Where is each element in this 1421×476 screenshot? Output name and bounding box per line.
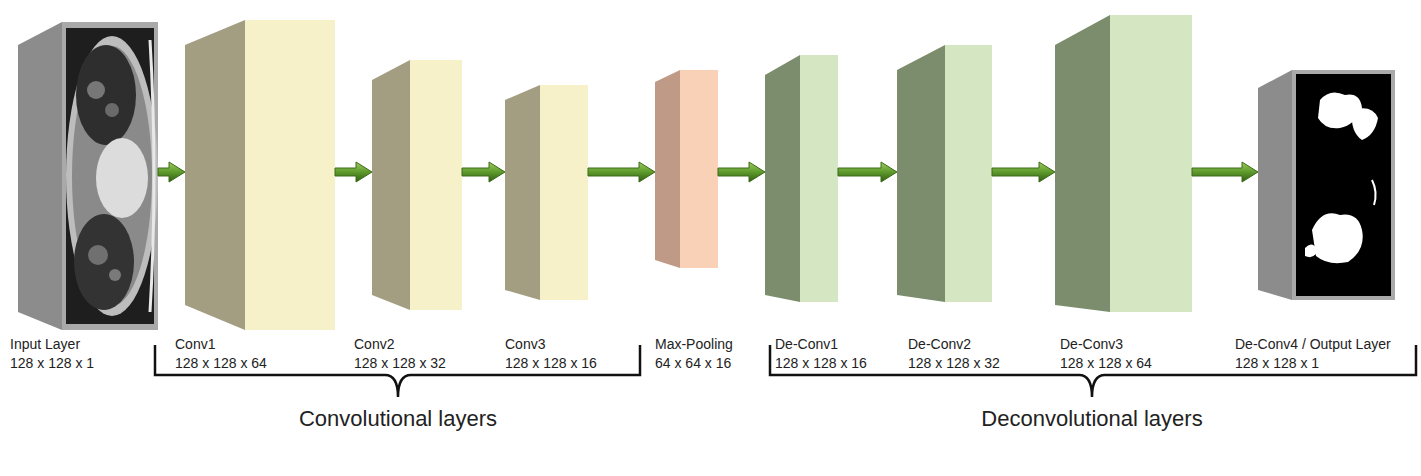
- ct-lung: [76, 45, 136, 145]
- group-bracket: [155, 345, 640, 397]
- ct-heart: [96, 138, 148, 218]
- input-face: [62, 22, 158, 330]
- layer-name: Conv1: [175, 335, 215, 353]
- layer-name: Conv2: [354, 335, 394, 353]
- block-side: [372, 60, 410, 310]
- layer-dimensions: 128 x 128 x 1: [10, 354, 94, 372]
- block-face: [245, 20, 335, 330]
- layer-block: Conv1128 x 128 x 64: [185, 20, 335, 330]
- layer-dimensions: 128 x 128 x 64: [1060, 354, 1152, 372]
- layer-dimensions: 64 x 64 x 16: [655, 354, 731, 372]
- flow-arrow: [462, 162, 505, 182]
- input-side: [18, 22, 62, 330]
- layer-dimensions: 128 x 128 x 16: [775, 354, 867, 372]
- layer-dimensions: 128 x 128 x 16: [505, 354, 597, 372]
- layer-name: De-Conv1: [775, 335, 838, 353]
- group-bracket: [770, 345, 1416, 397]
- arrow-shape: [838, 162, 897, 182]
- output-face: [1292, 70, 1395, 300]
- layer-block: Conv2128 x 128 x 32: [372, 60, 462, 310]
- ct-lung: [74, 214, 134, 310]
- ct-opacity: [88, 245, 108, 265]
- block-side: [655, 70, 680, 268]
- mask-background: [1296, 74, 1391, 296]
- layer-name: Max-Pooling: [655, 335, 733, 353]
- output-side: [1258, 70, 1292, 300]
- flow-arrow: [588, 162, 655, 182]
- block-side: [185, 20, 245, 330]
- ct-rib: [150, 40, 154, 312]
- ct-opacity: [109, 269, 121, 281]
- arrow-shape: [462, 162, 505, 182]
- block-face: [410, 60, 462, 310]
- layer-dimensions: 128 x 128 x 32: [354, 354, 446, 372]
- arrow-shape: [1192, 162, 1258, 182]
- ct-opacity: [105, 103, 119, 117]
- arrow-shape: [335, 162, 372, 182]
- flow-arrow: [335, 162, 372, 182]
- block-side: [505, 85, 540, 300]
- layer-name: Input Layer: [10, 335, 80, 353]
- arrow-shape: [588, 162, 655, 182]
- layer-block: Max-Pooling64 x 64 x 16: [655, 70, 718, 268]
- layer-name: Conv3: [505, 335, 545, 353]
- layer-block: De-Conv2128 x 128 x 32: [897, 45, 992, 302]
- layer-block: De-Conv1128 x 128 x 16: [765, 55, 838, 302]
- block-face: [945, 45, 992, 302]
- block-side: [765, 55, 800, 302]
- layer-dimensions: 128 x 128 x 32: [908, 354, 1000, 372]
- layer-block: Conv3128 x 128 x 16: [505, 85, 588, 300]
- block-side: [897, 45, 945, 302]
- flow-arrow: [1192, 162, 1258, 182]
- layer-block: De-Conv3128 x 128 x 64: [1055, 15, 1192, 312]
- layer-name: De-Conv4 / Output Layer: [1235, 335, 1391, 353]
- mask-region: [1312, 213, 1363, 263]
- group-label: Deconvolutional layers: [981, 406, 1202, 432]
- block-face: [800, 55, 838, 302]
- arrow-shape: [992, 162, 1055, 182]
- flow-arrow: [838, 162, 897, 182]
- arrow-shape: [718, 162, 765, 182]
- mask-region: [1352, 108, 1378, 140]
- layer-name: De-Conv2: [908, 335, 971, 353]
- block-face: [540, 85, 588, 300]
- flow-arrow: [718, 162, 765, 182]
- layer-name: De-Conv3: [1060, 335, 1123, 353]
- block-side: [1055, 15, 1110, 312]
- layer-block: De-Conv4 / Output Layer128 x 128 x 1: [1258, 70, 1395, 300]
- flow-arrow: [992, 162, 1055, 182]
- layer-dimensions: 128 x 128 x 1: [1235, 354, 1319, 372]
- layer-dimensions: 128 x 128 x 64: [175, 354, 267, 372]
- block-face: [1110, 15, 1192, 312]
- mask-region: [1372, 180, 1376, 205]
- ct-opacity: [87, 81, 105, 99]
- arrow-shape: [158, 162, 185, 182]
- block-face: [680, 70, 718, 268]
- mask-region: [1305, 244, 1318, 257]
- flow-arrow: [158, 162, 185, 182]
- layer-block: Input Layer128 x 128 x 1: [18, 22, 158, 330]
- group-label: Convolutional layers: [299, 406, 497, 432]
- ct-body: [66, 36, 158, 316]
